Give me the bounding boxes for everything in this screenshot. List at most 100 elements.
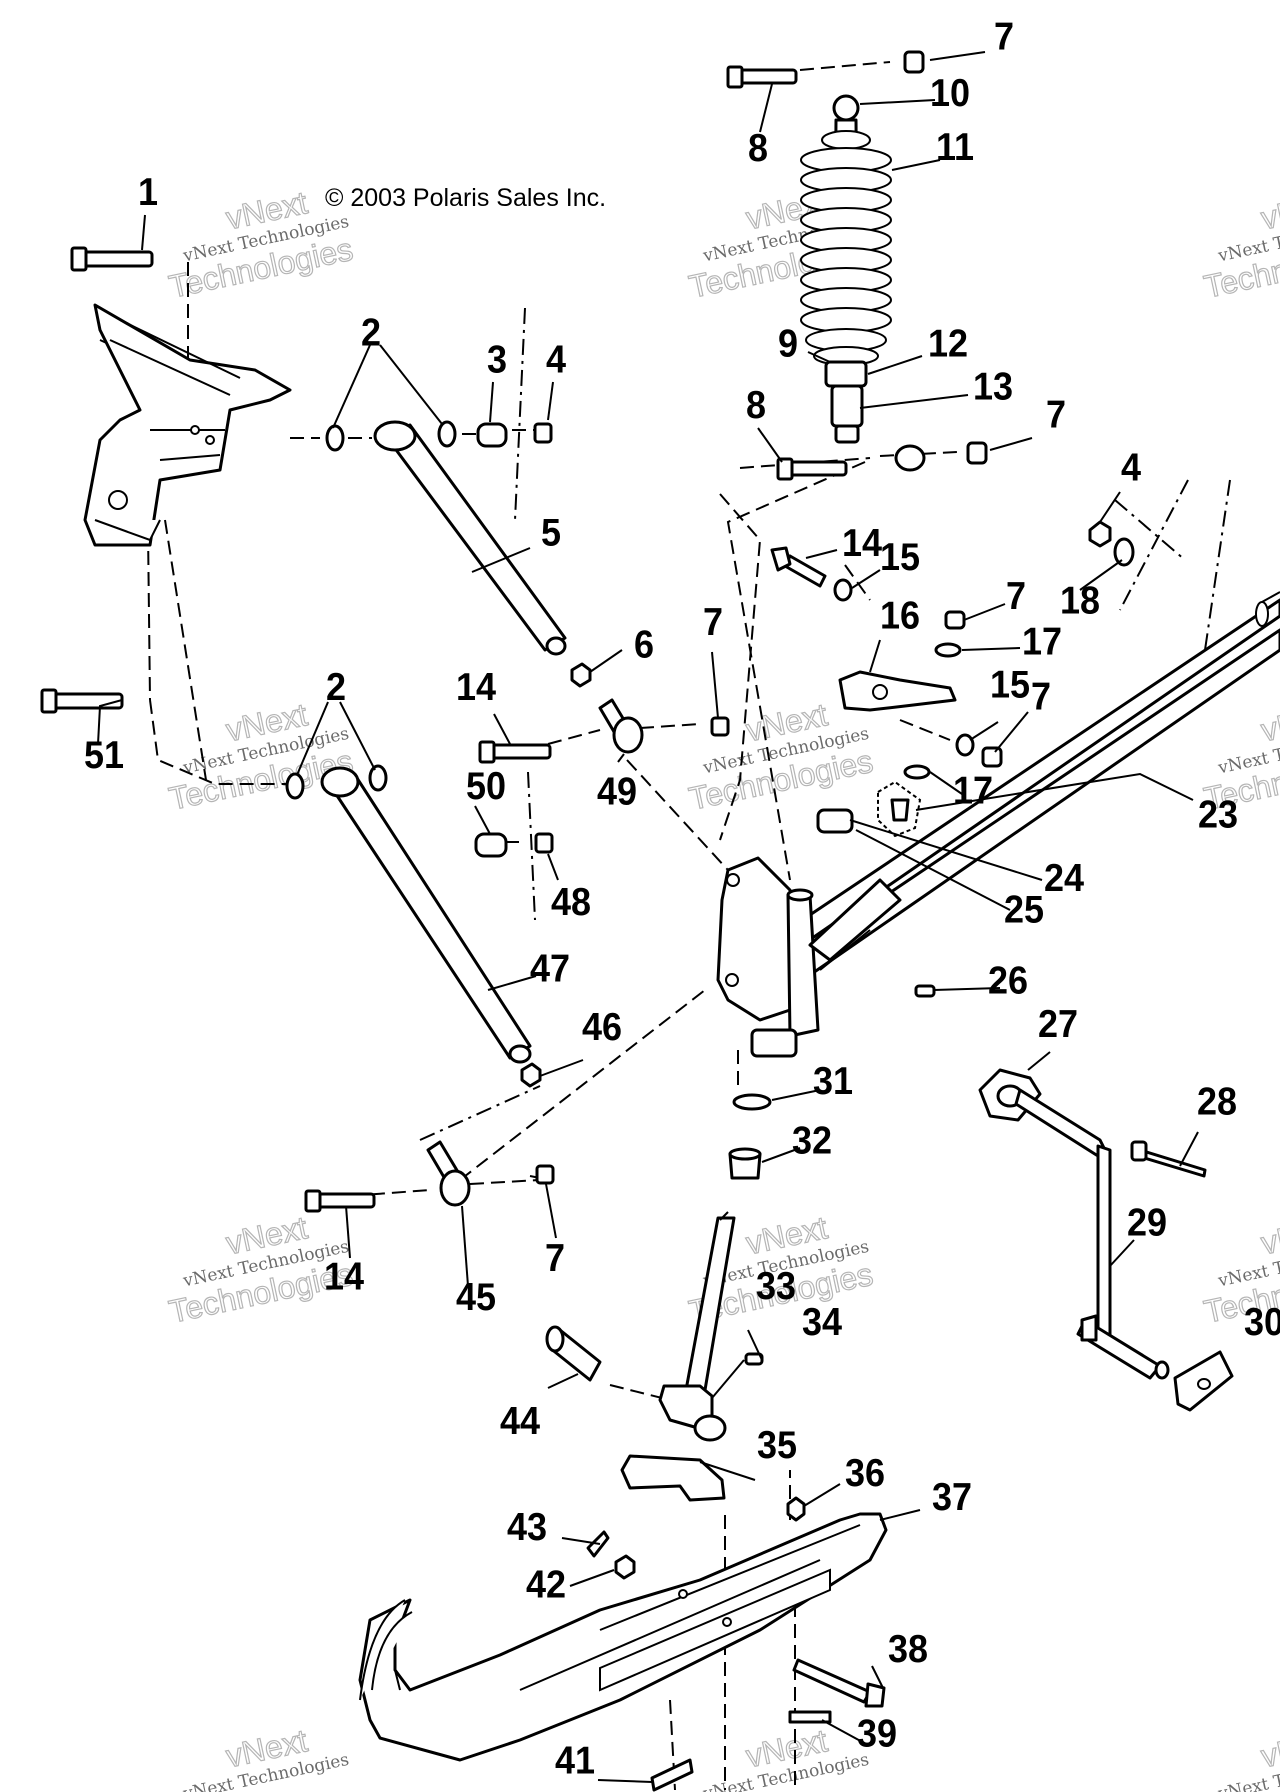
callout-1: 1	[138, 170, 158, 214]
part-5-upper-arm	[373, 420, 567, 656]
callout-7-e: 7	[703, 600, 723, 644]
part-26-grease-fitting	[914, 984, 936, 998]
callout-33: 33	[756, 1264, 796, 1308]
part-14-bolt-lower	[304, 1189, 376, 1213]
callout-7-d: 7	[1031, 674, 1051, 718]
callout-23: 23	[1198, 792, 1238, 836]
part-14-bolt	[478, 740, 552, 764]
part-41-wear-rod	[650, 1758, 694, 1792]
callout-34: 34	[802, 1300, 842, 1344]
callout-12: 12	[928, 321, 968, 365]
part-8-bolt-bottom	[776, 457, 848, 481]
part-25-bushing	[816, 808, 854, 834]
part-7-nut-top	[903, 50, 925, 74]
part-14-bolt-steering	[770, 546, 827, 588]
callout-14-b: 14	[456, 665, 496, 709]
callout-6: 6	[634, 622, 654, 666]
callout-44: 44	[500, 1399, 540, 1443]
part-7-nut-lower	[535, 1164, 555, 1185]
part-2-bushing-lower	[285, 764, 388, 800]
callout-9: 9	[778, 321, 798, 365]
callout-50: 50	[466, 764, 506, 808]
part-32-bushing	[728, 1147, 762, 1180]
part-6-nut	[570, 662, 592, 688]
assembly-lines	[99, 61, 1231, 1791]
callout-17-b: 17	[953, 768, 993, 812]
part-42-nut	[614, 1554, 636, 1580]
callout-7: 7	[994, 14, 1014, 58]
callout-29: 29	[1127, 1200, 1167, 1244]
callout-5: 5	[541, 510, 561, 554]
callout-14-c: 14	[324, 1254, 364, 1298]
watermark-line1: vNext	[1258, 1722, 1280, 1774]
part-35-wear-block	[620, 1454, 726, 1502]
part-7-nut	[710, 716, 730, 737]
watermark: vNext vNext Technologies	[700, 1722, 870, 1792]
spindle-housing	[716, 856, 902, 1058]
callout-24: 24	[1044, 856, 1084, 900]
part-2-bushing-upper	[325, 420, 457, 452]
callout-13: 13	[973, 364, 1013, 408]
callout-25: 25	[1004, 887, 1044, 931]
leader-lines	[97, 51, 1199, 1783]
callout-31: 31	[813, 1059, 853, 1103]
callout-49: 49	[597, 769, 637, 813]
callout-17: 17	[1022, 619, 1062, 663]
callout-11: 11	[936, 125, 974, 169]
callout-7-c: 7	[1006, 574, 1026, 618]
part-37-ski	[358, 1512, 888, 1762]
callout-37: 37	[932, 1475, 972, 1519]
part-15-washer	[833, 578, 853, 602]
callout-38: 38	[888, 1627, 928, 1671]
callout-14: 14	[842, 521, 882, 565]
callout-51: 51	[84, 733, 124, 777]
part-8-bolt-top	[726, 65, 798, 89]
part-1-bolt	[70, 246, 154, 272]
part-46-nut	[520, 1062, 542, 1088]
callout-labels: 1 2 3 4 5 6 7 8 10 11 9 12 13 8 7 4 18 1…	[84, 14, 1280, 1781]
callout-26: 26	[988, 958, 1028, 1002]
callout-15-b: 15	[990, 662, 1030, 706]
part-24-bushing	[877, 780, 922, 838]
frame-bracket	[83, 303, 292, 547]
part-4-nut	[533, 422, 553, 444]
callout-7-f: 7	[545, 1236, 565, 1280]
callout-3: 3	[487, 337, 507, 381]
part-29-steering-handle	[1014, 1088, 1170, 1380]
callout-2-b: 2	[326, 665, 346, 709]
part-39-wear-bar	[788, 1710, 832, 1724]
callout-18: 18	[1060, 578, 1100, 622]
part-47-lower-arm	[320, 766, 532, 1064]
part-33-spindle	[658, 1211, 736, 1442]
callout-4-b: 4	[1121, 445, 1141, 489]
part-48-nut	[534, 832, 554, 854]
part-17-washer-b	[903, 764, 931, 780]
callout-30: 30	[1244, 1300, 1280, 1344]
part-49-ball-joint	[598, 698, 644, 754]
callout-8-b: 8	[746, 383, 766, 427]
callout-39: 39	[857, 1711, 897, 1755]
part-36-nut	[786, 1496, 806, 1522]
part-11-shock-absorber	[800, 94, 926, 472]
callout-27: 27	[1038, 1002, 1078, 1046]
callout-10: 10	[930, 71, 970, 115]
callout-35: 35	[757, 1423, 797, 1467]
part-18-washer	[1113, 537, 1135, 567]
part-16-steering-arm	[838, 670, 957, 712]
part-4-nut-right	[1088, 520, 1112, 548]
watermark-line1: vNext	[1258, 1209, 1280, 1261]
watermark: vNext vNext Technologies	[180, 1722, 350, 1792]
part-7-nut-steering-b	[981, 746, 1003, 768]
part-38-bolt	[792, 1658, 886, 1708]
callout-7-b: 7	[1046, 392, 1066, 436]
watermark: vNext vNext Technologies	[1215, 1722, 1280, 1792]
callout-8: 8	[748, 126, 768, 170]
part-44-bushing	[545, 1325, 602, 1382]
callout-47: 47	[530, 946, 570, 990]
callout-48: 48	[551, 879, 591, 923]
callout-41: 41	[555, 1738, 595, 1782]
part-28-pin	[1130, 1140, 1207, 1178]
copyright-notice: © 2003 Polaris Sales Inc.	[325, 184, 606, 212]
watermark-group: vNext vNext Technologies Technologies vN…	[165, 184, 1280, 1792]
